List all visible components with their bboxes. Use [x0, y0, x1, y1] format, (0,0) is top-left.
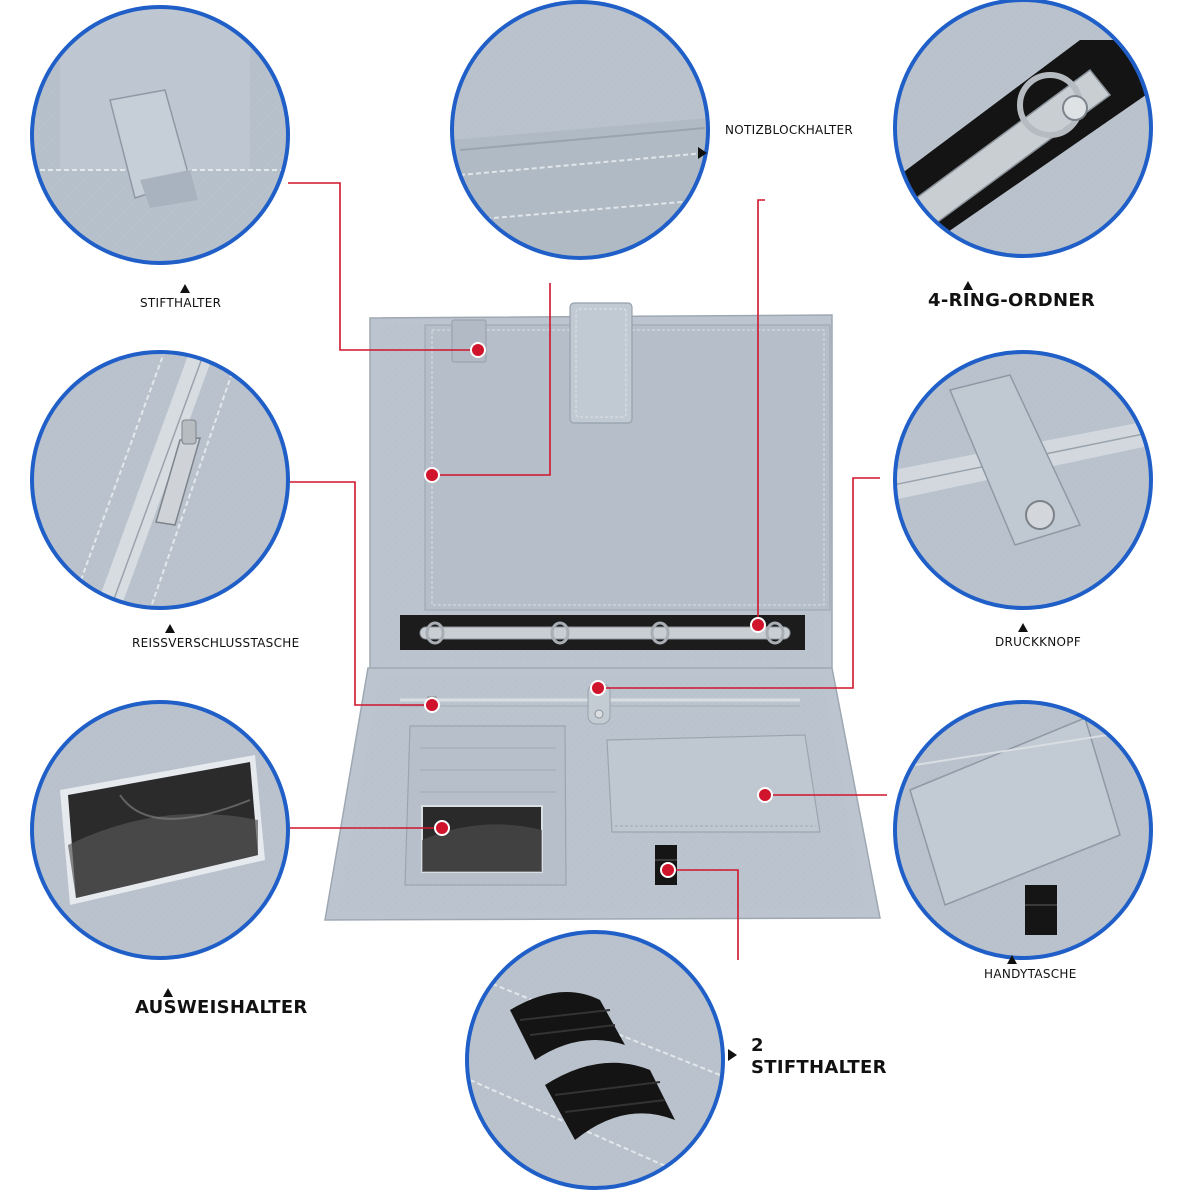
label-ring-ordner-text: 4-RING-ORDNER	[928, 290, 1096, 311]
detail-circle-phone-pocket	[893, 700, 1153, 960]
label-handytasche: HANDYTASCHE	[984, 953, 1077, 981]
label-stifthalter-text: STIFTHALTER	[140, 296, 222, 310]
label-handytasche-text: HANDYTASCHE	[984, 967, 1077, 981]
callout-lines	[288, 182, 887, 960]
label-reissverschlusstasche: REISSVERSCHLUSSTASCHE	[132, 622, 299, 650]
detail-circle-two-pen-holders	[465, 930, 725, 1190]
detail-circle-pen-holder	[30, 5, 290, 265]
label-ausweishalter: AUSWEISHALTER	[135, 987, 308, 1018]
label-zwei-text: 2	[751, 1035, 764, 1056]
triangle-up-icon	[163, 988, 173, 997]
label-stifthalter: STIFTHALTER	[140, 282, 221, 310]
closure-strap	[569, 302, 633, 424]
triangle-up-icon	[165, 624, 175, 633]
detail-circle-zipper-pocket	[30, 350, 290, 610]
detail-circle-ring-binder	[893, 0, 1153, 258]
triangle-up-icon	[1018, 623, 1028, 632]
label-ring-ordner: 4-RING-ORDNER	[928, 280, 1095, 311]
label-druckknopf: DRUCKKNOPF	[995, 621, 1081, 649]
detail-circle-snap-button	[893, 350, 1153, 610]
triangle-up-icon	[1007, 955, 1017, 964]
label-reissverschlusstasche-text: REISSVERSCHLUSSTASCHE	[132, 636, 300, 650]
phone-pocket	[606, 734, 821, 833]
label-notizblockhalter: NOTIZBLOCKHALTER	[698, 123, 853, 159]
detail-circle-id-holder	[30, 700, 290, 960]
triangle-up-icon	[963, 281, 973, 290]
triangle-right-icon	[728, 1049, 737, 1061]
callout-dots	[424, 342, 773, 878]
label-druckknopf-text: DRUCKKNOPF	[995, 635, 1082, 649]
label-ausweishalter-text: AUSWEISHALTER	[135, 997, 308, 1018]
triangle-up-icon	[180, 284, 190, 293]
label-stifthalter-2-text: STIFTHALTER	[751, 1057, 887, 1078]
triangle-right-icon	[698, 147, 707, 159]
label-zwei-stifthalter: 2 STIFTHALTER	[728, 1035, 887, 1079]
detail-circle-notepad-holder	[450, 0, 710, 260]
portfolio	[324, 302, 881, 921]
label-notizblockhalter-text: NOTIZBLOCKHALTER	[725, 123, 854, 137]
